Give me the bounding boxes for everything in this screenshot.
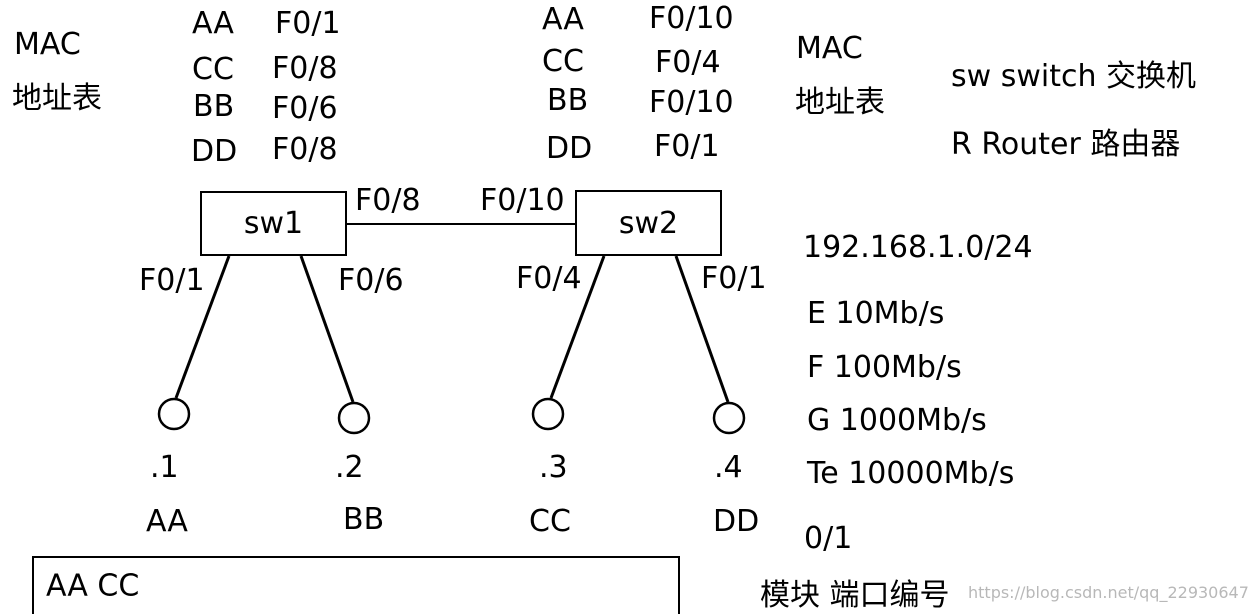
host-port-label: F0/4 (516, 261, 582, 296)
trunk-port-sw2: F0/10 (480, 183, 565, 218)
host-ip-label: .3 (539, 450, 568, 485)
link-sw2-cc (549, 255, 606, 399)
host-bb-node (337, 401, 371, 435)
switch-sw2-label: sw2 (618, 205, 679, 241)
mac-table-1-row-mac: DD (191, 134, 238, 169)
mac-table-1-row-port: F0/1 (275, 6, 341, 41)
mac-table-1-row-mac: CC (192, 52, 234, 87)
mac-table-1-row-mac: BB (193, 89, 235, 124)
link-sw1-bb (299, 255, 355, 403)
host-port-label: F0/6 (338, 263, 404, 298)
host-cc-node (531, 397, 565, 431)
mac-table-2-row-port: F0/1 (654, 129, 720, 164)
link-sw2-dd (674, 255, 730, 403)
mac-table-2-row-mac: DD (546, 131, 593, 166)
host-dd-node (712, 401, 746, 435)
host-port-label: F0/1 (701, 261, 767, 296)
network-diagram: MAC 地址表 AA F0/1 CC F0/8 BB F0/6 DD F0/8 … (12, 1, 1249, 614)
speed-ethernet: E 10Mb/s (807, 296, 945, 331)
mac-table-1-row-mac: AA (192, 6, 234, 41)
link-sw1-aa (174, 255, 231, 399)
host-aa-node (157, 397, 191, 431)
speed-gigabit: G 1000Mb/s (807, 403, 987, 438)
switch-sw1: sw1 (200, 191, 347, 256)
mac-table-2-title: MAC (796, 31, 863, 66)
host-ip-label: .2 (335, 450, 364, 485)
speed-ten-gigabit: Te 10000Mb/s (807, 456, 1015, 491)
legend-switch: sw switch 交换机 (951, 59, 1197, 94)
speed-fast-ethernet: F 100Mb/s (807, 350, 962, 385)
host-name-label: CC (529, 504, 571, 539)
mac-table-2-row-mac: BB (547, 83, 589, 118)
switch-sw1-label: sw1 (243, 206, 304, 241)
port-example-caption: 模块 端口编号 (760, 578, 950, 613)
host-name-label: DD (713, 504, 760, 539)
mac-table-1-title: MAC (14, 27, 81, 62)
mac-table-1-row-port: F0/6 (272, 91, 338, 126)
topology-drawing (157, 223, 746, 435)
mac-table-1-row-port: F0/8 (272, 51, 338, 86)
switch-sw2: sw2 (575, 190, 722, 256)
mac-table-2-row-port: F0/10 (649, 85, 734, 120)
trunk-port-sw1: F0/8 (355, 183, 421, 218)
host-port-label: F0/1 (139, 263, 205, 298)
mac-table-2-row-port: F0/4 (655, 45, 721, 80)
mac-table-1-row-port: F0/8 (272, 132, 338, 167)
mac-table-2-title-cn: 地址表 (795, 85, 885, 120)
host-ip-label: .1 (150, 450, 179, 485)
legend-router: R Router 路由器 (951, 127, 1181, 162)
port-example: 0/1 (804, 521, 853, 556)
mac-table-1-title-cn: 地址表 (12, 81, 102, 116)
network-address: 192.168.1.0/24 (803, 230, 1033, 265)
watermark-text: https://blog.csdn.net/qq_22930647 (968, 583, 1249, 602)
host-name-label: AA (146, 504, 188, 539)
mac-table-2-row-mac: CC (542, 44, 584, 79)
mac-table-2-row-mac: AA (542, 2, 584, 37)
host-ip-label: .4 (714, 450, 743, 485)
frame-box: AA CC (32, 556, 680, 614)
frame-box-text: AA CC (46, 568, 140, 604)
mac-table-2-row-port: F0/10 (649, 1, 734, 36)
host-name-label: BB (343, 502, 385, 537)
